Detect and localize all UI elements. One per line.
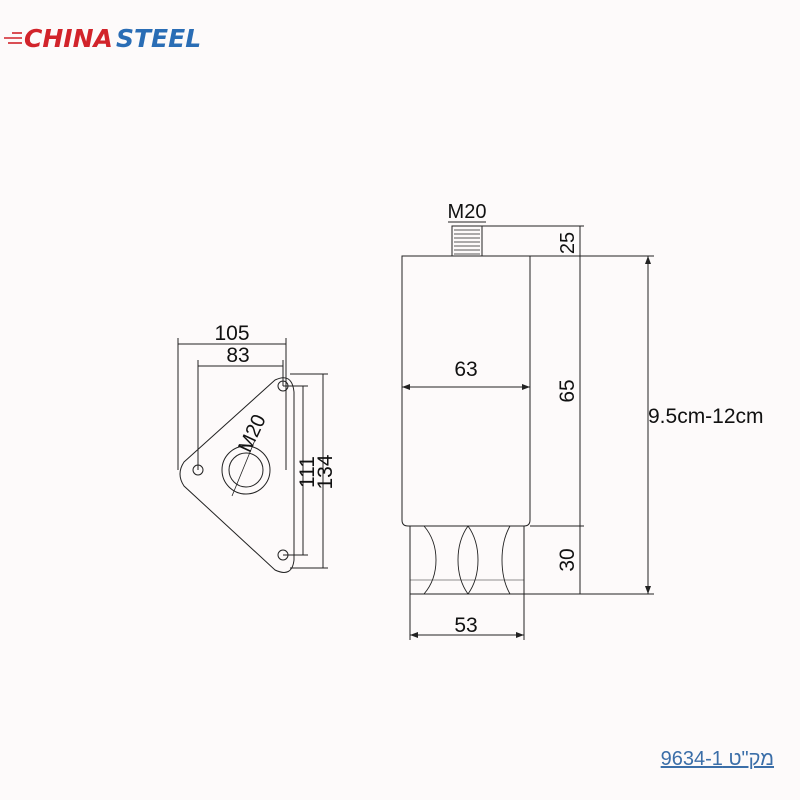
plate-width-outer-label: 105 [214, 322, 249, 345]
mounting-plate-outline [179, 377, 295, 573]
plate-thread-label: M20 [234, 411, 270, 456]
threaded-stud [451, 225, 483, 257]
speed-lines-icon [4, 32, 22, 44]
nut-width-label: 53 [454, 614, 477, 637]
brand-logo: CHINA STEEL [4, 24, 201, 53]
hex-nut-base [409, 525, 525, 595]
stud-threads [454, 229, 480, 255]
mounting-plate-view [177, 338, 328, 573]
thread-leader [231, 439, 256, 497]
brand-name-part2: STEEL [116, 24, 201, 53]
body-height-label: 65 [556, 379, 579, 402]
thread-hole-outer [221, 445, 271, 495]
thread-hole-inner [228, 452, 264, 488]
part-code-link[interactable]: מק"ט 9634-1 [660, 748, 774, 770]
total-height-label: 9.5cm-12cm [648, 405, 764, 428]
hex-nut-facets [410, 525, 524, 595]
stud-height-label: 25 [557, 232, 579, 254]
plate-height-inner-label: 111 [296, 456, 319, 488]
dimension-arrowheads [402, 256, 651, 638]
leg-body [401, 255, 531, 527]
nut-height-label: 30 [556, 548, 579, 571]
leg-side-view [401, 221, 654, 640]
stud-thread-label: M20 [448, 201, 487, 223]
plate-width-inner-label: 83 [226, 344, 249, 367]
brand-name-part1: CHINA [24, 24, 113, 53]
body-width-label: 63 [454, 358, 477, 381]
plate-height-outer-label: 134 [314, 454, 337, 489]
